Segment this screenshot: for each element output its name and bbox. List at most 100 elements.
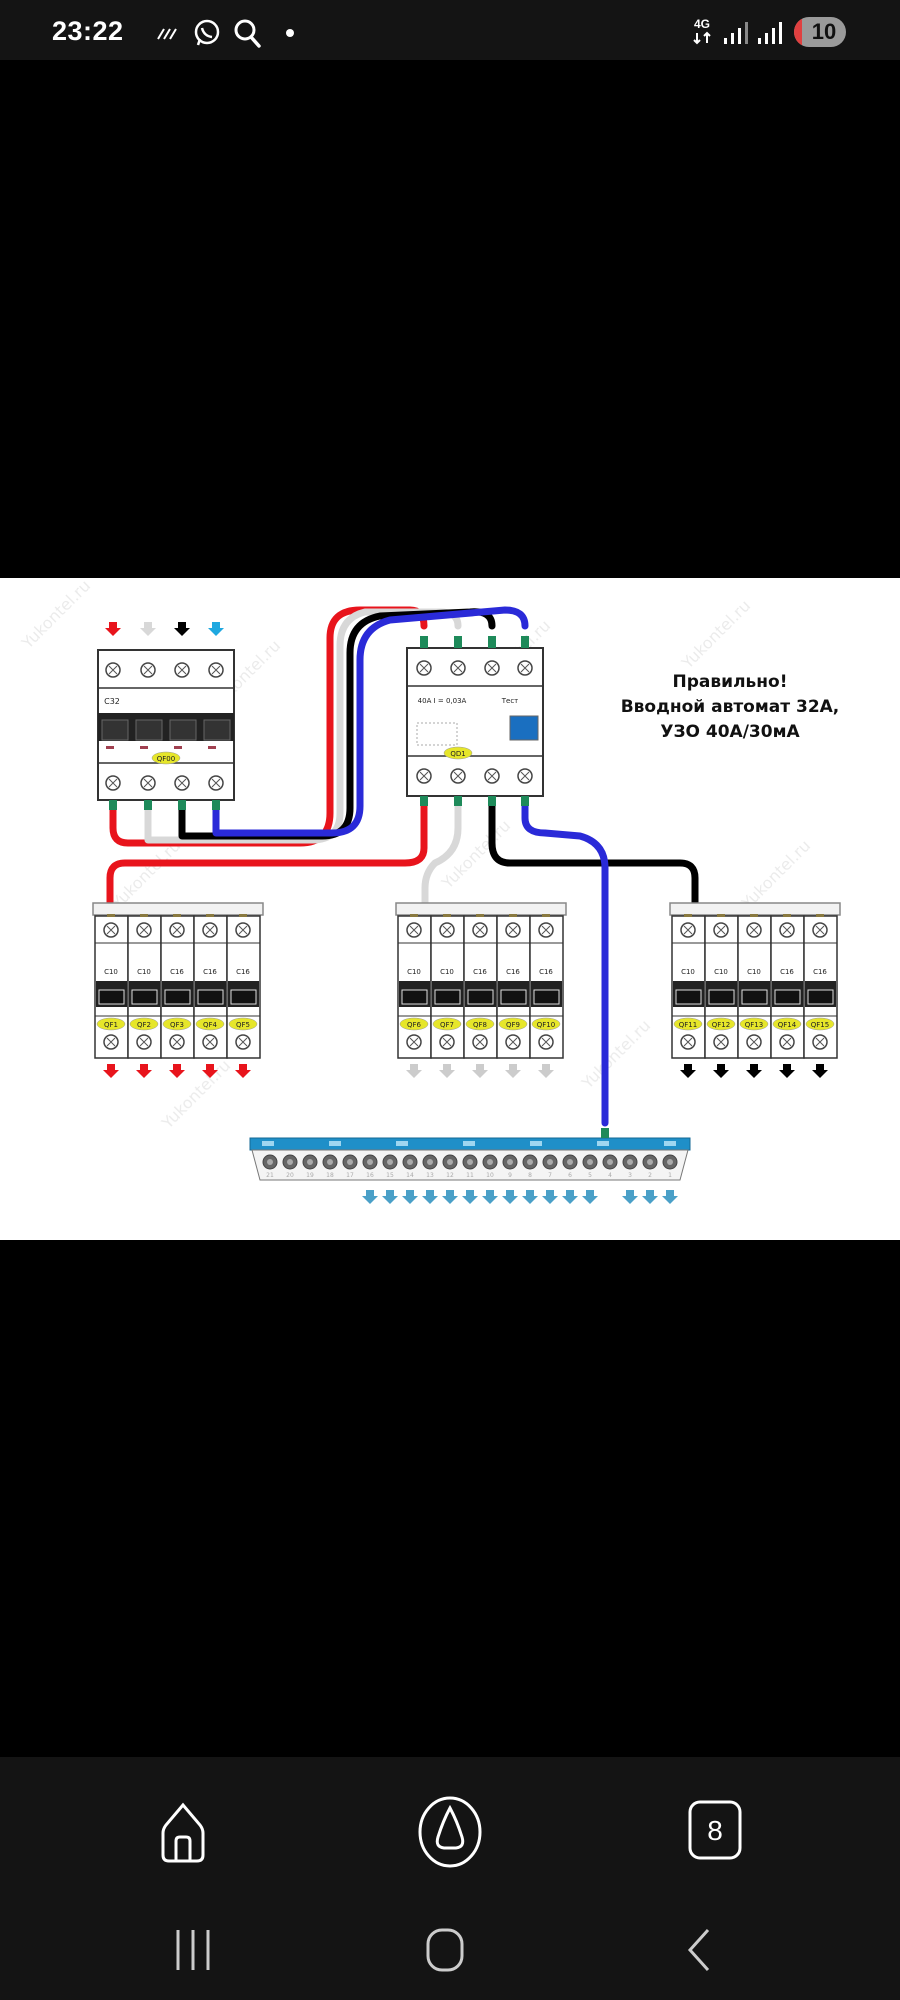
terminal-screw	[208, 662, 224, 678]
terminal-screw	[103, 1034, 119, 1050]
breaker-label-badge: QF5	[228, 1017, 258, 1031]
busbar-terminal: 15	[382, 1154, 398, 1179]
back-icon[interactable]	[680, 1925, 720, 1975]
busbar-terminal-number: 9	[508, 1172, 512, 1179]
neutral-output-arrow-icon	[662, 1190, 678, 1204]
recents-icon[interactable]	[170, 1925, 220, 1975]
rcd-schematic-icon	[416, 722, 458, 746]
network-4g-icon: 4G	[693, 17, 711, 45]
busbar-terminal-number: 17	[346, 1172, 354, 1179]
output-arrow-icon	[472, 1064, 488, 1078]
breaker-rating: C10	[747, 968, 761, 976]
neutral-output-arrow-icon	[362, 1190, 378, 1204]
output-arrow-icon	[713, 1064, 729, 1078]
watermark-text: Yukontel.ru	[677, 596, 754, 673]
breaker-label: QF7	[440, 1021, 454, 1029]
terminal-screw	[406, 1034, 422, 1050]
main-breaker-rating: C32	[104, 697, 120, 706]
neutral-output-arrow-icon	[642, 1190, 658, 1204]
output-arrow-icon	[439, 1064, 455, 1078]
breaker-label-badge: QF6	[399, 1017, 429, 1031]
busbar-terminal-number: 15	[386, 1172, 394, 1179]
breaker-label-badge: QF4	[195, 1017, 225, 1031]
output-arrow-icon	[779, 1064, 795, 1078]
output-arrow-icon	[812, 1064, 828, 1078]
caption-line-2: Вводной автомат 32А,	[620, 697, 840, 717]
terminal-screw	[450, 660, 466, 676]
wire-N-feed	[212, 606, 529, 837]
terminal-screw	[169, 1034, 185, 1050]
breaker-label: QF5	[236, 1021, 250, 1029]
busbar-terminal: 7	[542, 1154, 558, 1179]
terminal-screw	[105, 662, 121, 678]
wire-L2-to-group2	[421, 789, 462, 907]
busbar-terminal: 3	[622, 1154, 638, 1179]
breaker-label-badge: QF3	[162, 1017, 192, 1031]
breaker-label: QF1	[104, 1021, 118, 1029]
neutral-output-arrow-icon	[622, 1190, 638, 1204]
system-home-icon[interactable]	[420, 1925, 470, 1975]
rcd-test-label: Тест	[501, 697, 519, 705]
breaker-rating: C16	[539, 968, 553, 976]
busbar-terminal-number: 6	[568, 1172, 572, 1179]
comb-busbar	[669, 902, 841, 916]
busbar-terminal: 2	[642, 1154, 658, 1179]
busbar-terminal: 19	[302, 1154, 318, 1179]
comb-busbar	[92, 902, 264, 916]
breaker-label-badge: QF11	[673, 1017, 703, 1031]
terminal-screw	[680, 922, 696, 938]
terminal-screw	[136, 922, 152, 938]
busbar-terminal-number: 20	[286, 1172, 294, 1179]
caption-line-3: УЗО 40А/30мА	[660, 722, 800, 742]
breaker-label: QF15	[811, 1021, 829, 1029]
breaker-label: QF6	[407, 1021, 422, 1029]
busbar-terminal-number: 8	[528, 1172, 532, 1179]
breaker-rating: C10	[407, 968, 421, 976]
terminal-screw	[103, 922, 119, 938]
diagram-caption: Правильно! Вводной автомат 32А, УЗО 40А/…	[600, 670, 860, 745]
output-arrow-icon	[680, 1064, 696, 1078]
watermark-text: Yukontel.ru	[737, 836, 814, 913]
signal-sim1-icon	[724, 22, 748, 44]
breaker-label-badge: QF9	[498, 1017, 528, 1031]
breaker-label-badge: QF12	[706, 1017, 736, 1031]
terminal-screw	[416, 660, 432, 676]
breaker-label: QF11	[679, 1021, 697, 1029]
busbar-terminal: 10	[482, 1154, 498, 1179]
breaker-rating: C10	[440, 968, 454, 976]
busbar-terminal-number: 2	[648, 1172, 652, 1179]
busbar-terminal-number: 7	[548, 1172, 552, 1179]
breaker-rating: C16	[170, 968, 184, 976]
breaker-label: QF00	[157, 755, 175, 763]
busbar-terminal-number: 1	[668, 1172, 672, 1179]
busbar-terminal-number: 19	[306, 1172, 314, 1179]
comb-busbar	[395, 902, 567, 916]
input-arrow-icon	[174, 622, 190, 636]
watermark-text: Yukontel.ru	[577, 1016, 654, 1093]
breaker-label-badge: QF00	[151, 751, 181, 765]
terminal-screw	[779, 922, 795, 938]
breaker-label-badge: QF13	[739, 1017, 769, 1031]
input-arrow-icon	[105, 622, 121, 636]
home-icon[interactable]	[150, 1797, 216, 1867]
output-arrow-icon	[406, 1064, 422, 1078]
breaker-label: QF4	[203, 1021, 218, 1029]
busbar-terminal: 9	[502, 1154, 518, 1179]
assistant-icon[interactable]	[415, 1793, 485, 1871]
tabs-icon[interactable]: 8	[685, 1797, 745, 1863]
busbar-terminal-number: 5	[588, 1172, 592, 1179]
terminal-screw	[812, 922, 828, 938]
terminal-screw	[174, 775, 190, 791]
breaker-rating: C10	[714, 968, 728, 976]
breaker-rating: C16	[813, 968, 827, 976]
output-arrow-icon	[505, 1064, 521, 1078]
terminal-screw	[484, 768, 500, 784]
